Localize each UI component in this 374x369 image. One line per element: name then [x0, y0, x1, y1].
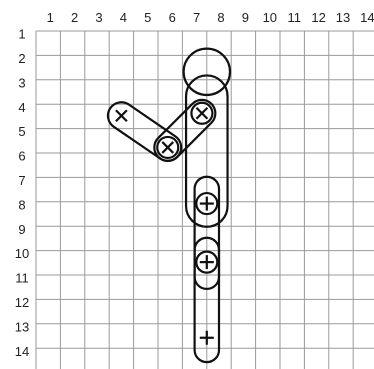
column-label: 6 — [169, 10, 176, 25]
row-label: 1 — [18, 27, 25, 42]
hip-joint — [196, 193, 217, 214]
row-label: 6 — [18, 149, 25, 164]
column-label: 9 — [242, 10, 249, 25]
row-label: 2 — [18, 51, 25, 66]
ankle-joint — [200, 331, 214, 345]
column-label: 7 — [193, 10, 200, 25]
column-label: 2 — [71, 10, 78, 25]
row-label: 13 — [15, 319, 29, 334]
column-label: 3 — [95, 10, 102, 25]
column-label: 13 — [336, 10, 350, 25]
column-label: 4 — [120, 10, 127, 25]
row-label: 9 — [18, 222, 25, 237]
column-label: 11 — [287, 10, 301, 25]
row-label: 11 — [15, 271, 29, 286]
row-label: 7 — [18, 173, 25, 188]
hand-joint — [116, 110, 127, 121]
row-label: 14 — [15, 344, 29, 359]
column-label: 1 — [47, 10, 54, 25]
row-label: 4 — [18, 100, 25, 115]
knee-joint — [196, 252, 217, 273]
column-label: 5 — [144, 10, 151, 25]
row-label: 5 — [18, 124, 25, 139]
shoulder-joint — [191, 103, 212, 124]
column-label: 10 — [263, 10, 277, 25]
elbow-joint — [157, 137, 178, 158]
row-label: 3 — [18, 75, 25, 90]
column-label: 14 — [360, 10, 374, 25]
column-label: 12 — [311, 10, 325, 25]
row-label: 12 — [15, 295, 29, 310]
row-label: 8 — [18, 197, 25, 212]
row-label: 10 — [15, 246, 29, 261]
stick-figure — [103, 49, 230, 363]
column-label: 8 — [217, 10, 224, 25]
